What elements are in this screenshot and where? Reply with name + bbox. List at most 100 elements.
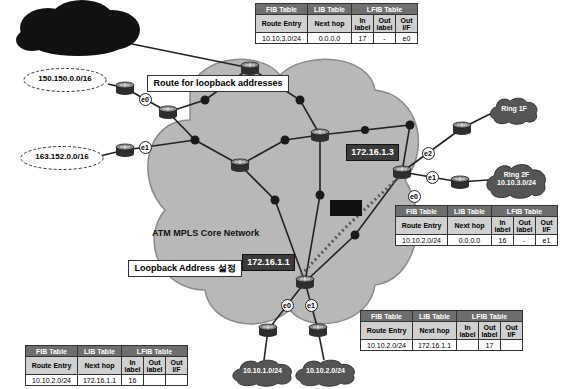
link (240, 135, 320, 165)
table-text: 172.16.1.1 (418, 342, 451, 349)
interface-label: e0 (139, 93, 152, 106)
router (116, 82, 134, 95)
atm-switch (296, 96, 305, 105)
table-cell: 17 (478, 339, 501, 351)
table-cell: e1 (535, 234, 558, 246)
table-text: Out I/F (536, 219, 557, 233)
table-text: Route Entry (32, 362, 72, 369)
table-cell: 10.10.2.0/24 (25, 374, 78, 386)
link (305, 135, 320, 282)
interface-text: e1 (307, 302, 315, 309)
oval-outline (24, 68, 106, 91)
table-text: Out label (144, 359, 165, 373)
link (125, 140, 195, 150)
table-text: FIB Table (266, 6, 297, 13)
router (241, 62, 259, 75)
table-text: In label (122, 359, 143, 373)
table-text: Out I/F (166, 359, 187, 373)
table-cell: Out I/F (395, 14, 418, 33)
router (116, 144, 134, 157)
table-cell: 17 (351, 32, 374, 44)
table-text: 17 (486, 342, 494, 349)
table-cell: Out label (373, 14, 396, 33)
router (309, 324, 327, 337)
table-text: Out label (479, 324, 500, 338)
table-cell: Route Entry (360, 321, 413, 340)
lsp-path (300, 178, 398, 276)
table-cell: Next hop (447, 216, 492, 235)
interface-text: e0 (410, 193, 418, 200)
table-cell: 0.0.0.0 (307, 32, 352, 44)
table-cell (165, 374, 188, 386)
table-text: LFIB Table (507, 208, 542, 215)
atm-switch (201, 96, 210, 105)
table-cell: Out label (478, 321, 501, 340)
network-cloud: 10.10.2.0/24 (294, 359, 357, 386)
table-text: - (523, 237, 525, 244)
table-cell: Route Entry (25, 356, 78, 375)
table-text: 10.10.3.0/24 (262, 35, 301, 42)
link (305, 282, 318, 330)
interface-label: e0 (408, 190, 421, 203)
table-text: Out I/F (501, 324, 522, 338)
interface-text: e2 (424, 150, 432, 157)
interface-text: e0 (283, 302, 291, 309)
table-text: 16 (129, 377, 137, 384)
table-cell: - (373, 32, 396, 44)
table-text: Next hop (85, 362, 115, 369)
table-cell (500, 339, 523, 351)
atm-switch (406, 121, 415, 130)
table-text: Next hop (315, 20, 345, 27)
table-text: 0.0.0.0 (459, 237, 480, 244)
table-cell: - (513, 234, 536, 246)
node-text: Route for loopback addresses (148, 78, 288, 88)
router (393, 166, 411, 179)
table-cell: Route Entry (255, 14, 308, 33)
router (231, 159, 249, 172)
table-text: 10.10.2.0/24 (402, 237, 441, 244)
table-text: LIB Table (84, 348, 115, 355)
table-cell: 16 (121, 374, 144, 386)
table-cell: Out I/F (165, 356, 188, 375)
table-text: LIB Table (454, 208, 485, 215)
router (451, 176, 469, 189)
network-cloud: 163.152.0.0/16 (20, 146, 104, 170)
table-cell: In label (121, 356, 144, 375)
table-text: In label (352, 17, 373, 31)
node-text: 10.10.1.0/24 (231, 367, 294, 375)
network-cloud: Ring 1F (489, 97, 539, 124)
table-cell: 10.10.3.0/24 (255, 32, 308, 44)
interface-label: e0 (281, 299, 294, 312)
callout-box: Route for loopback addresses (147, 75, 289, 92)
atm-switch (351, 231, 360, 240)
link (132, 44, 250, 68)
table-text: 17 (359, 35, 367, 42)
interface-text: e1 (141, 144, 149, 151)
table-cell: In label (491, 216, 514, 235)
table-text: FIB Table (406, 208, 437, 215)
atm-switch (271, 196, 280, 205)
table-cell: Out label (513, 216, 536, 235)
table-text: LFIB Table (472, 313, 507, 320)
table-cell (456, 339, 479, 351)
router (453, 122, 471, 135)
table-text: LFIB Table (137, 348, 172, 355)
interface-label: e1 (426, 171, 439, 184)
address-box: 172.16.1.1 (242, 254, 295, 271)
table-text: 10.10.2.0/24 (367, 342, 406, 349)
router (159, 106, 177, 119)
table-cell: 10.10.2.0/24 (395, 234, 448, 246)
interface-label: e1 (139, 141, 152, 154)
atm-switch (191, 136, 200, 145)
atm-switch (281, 136, 290, 145)
router (259, 324, 277, 337)
interface-label: e2 (422, 147, 435, 160)
link (168, 112, 240, 165)
table-cell: Route Entry (395, 216, 448, 235)
table-cell: Out I/F (500, 321, 523, 340)
link (402, 128, 462, 172)
table-text: LIB Table (314, 6, 345, 13)
table-cell (143, 374, 166, 386)
table-cell: Next hop (412, 321, 457, 340)
